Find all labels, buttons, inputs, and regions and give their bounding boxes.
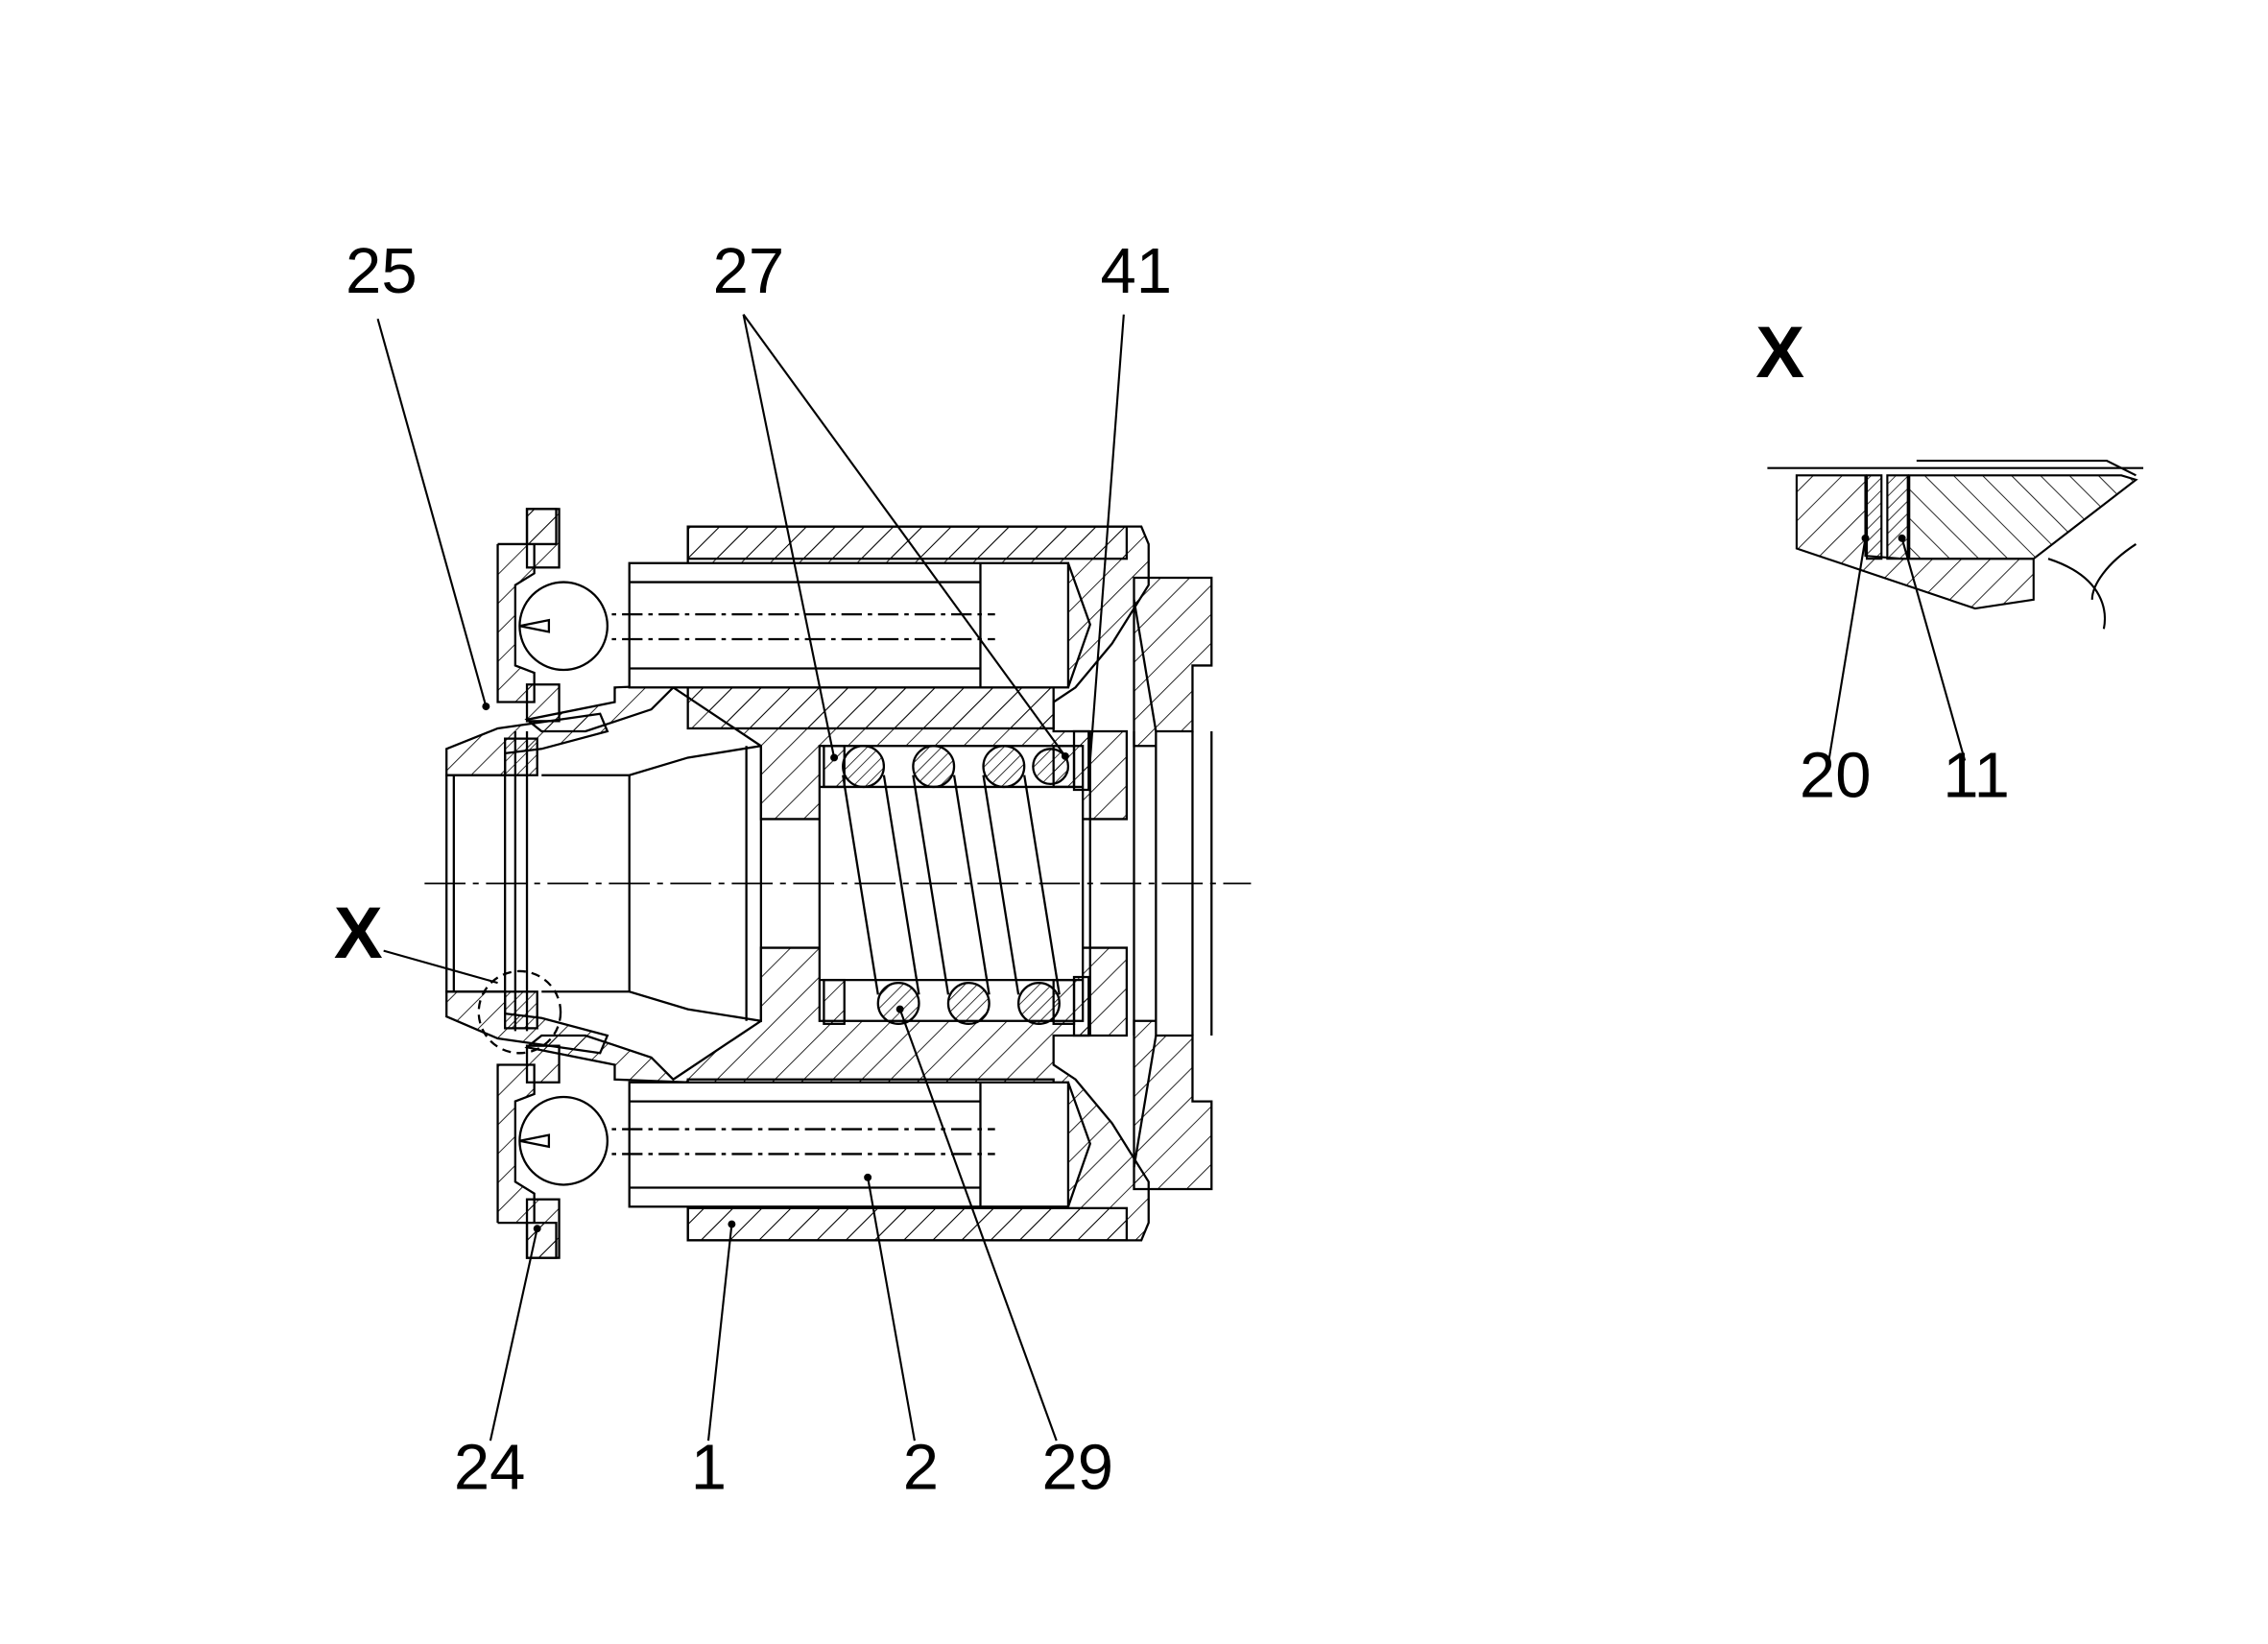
main-section-view (424, 508, 1252, 1259)
detail-body-right (1908, 474, 2138, 560)
lower-bore-wall (686, 1206, 1129, 1242)
lower-piston (628, 1081, 1070, 1208)
upper-bore-wall (686, 525, 1129, 560)
callout-11: 11 (1943, 740, 2010, 812)
ring-41-bottom (1072, 975, 1090, 1037)
detail-x-marker-circle (477, 969, 562, 1055)
lower-ball (518, 1095, 609, 1186)
callout-27: 27 (713, 235, 785, 307)
leader-dots (482, 703, 1069, 1233)
upper-bore-lower-wall (686, 686, 1055, 730)
detail-title-x: X (1755, 312, 1804, 393)
callout-29: 29 (1041, 1431, 1113, 1503)
callout-x: X (334, 893, 383, 974)
detail-shim-20 (1865, 474, 1883, 560)
end-plate (1133, 576, 1213, 748)
spring-seat-left-bottom (823, 978, 846, 1025)
callout-1: 1 (691, 1431, 727, 1503)
callout-25: 25 (346, 235, 418, 307)
callout-2: 2 (903, 1431, 939, 1503)
upper-ball (518, 581, 609, 672)
detail-view-x (1767, 459, 2144, 761)
ring-41-top (1072, 729, 1090, 792)
callout-41: 41 (1100, 235, 1172, 307)
callout-24: 24 (454, 1431, 526, 1503)
callout-20: 20 (1800, 740, 1872, 812)
shim-ring-lower (504, 990, 538, 1030)
shim-ring-upper (504, 737, 538, 776)
spring-29 (842, 745, 1070, 1025)
spring-seat-left-top (823, 745, 846, 789)
main-leaders (376, 314, 1125, 1441)
upper-piston (628, 561, 1070, 689)
